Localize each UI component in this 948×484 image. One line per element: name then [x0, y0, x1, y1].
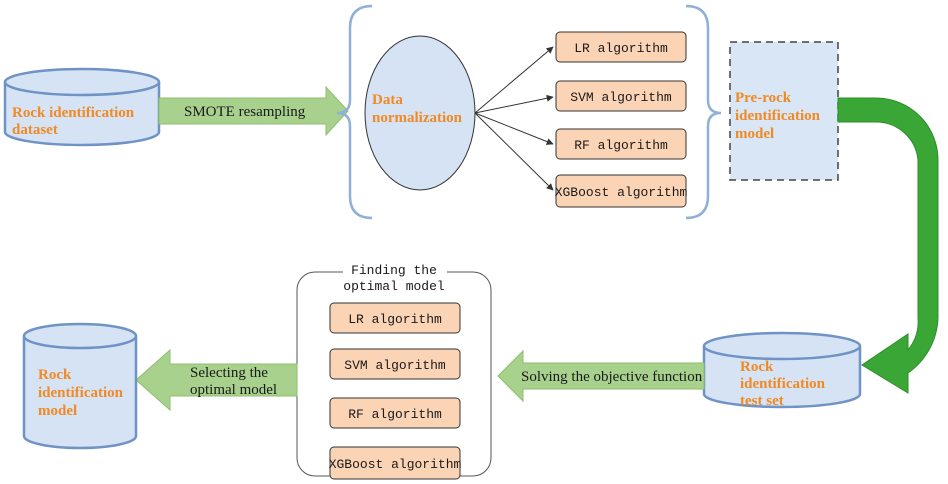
fan-arrow-xgboost	[474, 112, 554, 191]
optimal-algorithm-label-rf: RF algorithm	[348, 407, 442, 422]
fan-arrow-rf	[474, 112, 554, 145]
final-model-cylinder: Rock identification model	[22, 322, 138, 450]
selecting-arrow: Selecting the optimal model	[135, 348, 298, 412]
selecting-arrow-label-line2: optimal model	[190, 382, 277, 398]
objective-arrow: Solving the objective function	[497, 349, 705, 403]
test-set-cylinder-top	[702, 331, 862, 361]
optimal-group-title-line2: optimal model	[343, 279, 445, 294]
top-algorithm-label-xgboost: XGBoost algorithm	[555, 185, 688, 200]
pre-model-label-line1: Pre-rock	[735, 90, 792, 106]
pre-model-dashed-box	[729, 41, 839, 181]
dataset-cylinder-top	[3, 67, 161, 97]
top-algorithm-label-svm: SVM algorithm	[570, 90, 672, 105]
top-algorithm-box: SVM algorithm	[555, 80, 687, 112]
top-algorithm-label-lr: LR algorithm	[574, 41, 668, 56]
final-model-label-line2: identification	[38, 385, 124, 401]
smote-arrow: SMOTE resampling	[158, 85, 349, 137]
test-set-label-line2: identification	[740, 376, 826, 392]
test-set-label-line3: test set	[740, 393, 784, 409]
final-model-label-line3: model	[38, 403, 77, 419]
pre-model-label-line2: identification	[735, 108, 821, 124]
top-algorithm-label-rf: RF algorithm	[574, 138, 668, 153]
optimal-group-title-line1: Finding the	[351, 263, 437, 278]
fan-arrow-lr	[474, 46, 554, 114]
dataset-cylinder-body	[3, 82, 161, 147]
optimal-algorithm-box: SVM algorithm	[329, 348, 461, 380]
top-algorithm-box: LR algorithm	[555, 31, 687, 63]
fan-arrows	[474, 46, 554, 191]
final-model-label-line1: Rock	[38, 367, 72, 383]
curved-arrow	[837, 97, 939, 394]
final-model-cylinder-body	[22, 336, 138, 450]
optimal-model-group: Finding the optimal model LR algorithm S…	[296, 262, 492, 480]
top-algorithm-box: XGBoost algorithm	[555, 174, 688, 208]
optimal-algorithm-label-lr: LR algorithm	[348, 312, 442, 327]
right-brace	[685, 4, 722, 220]
test-set-cylinder: Rock identification test set	[702, 331, 862, 409]
smote-arrow-label: SMOTE resampling	[184, 104, 306, 120]
normalization-label-line1: Data	[372, 92, 403, 108]
fan-arrow-svm	[474, 94, 554, 114]
dataset-label-line1: Rock identification	[12, 105, 135, 121]
normalization-node: Data normalization	[364, 35, 476, 191]
optimal-algorithm-label-svm: SVM algorithm	[344, 358, 446, 373]
pre-model-label-line3: model	[735, 126, 774, 142]
optimal-group-title-bg	[343, 262, 447, 294]
normalization-label-line2: normalization	[372, 110, 463, 126]
test-set-cylinder-body	[702, 346, 862, 409]
top-algorithm-box: RF algorithm	[555, 128, 687, 160]
selecting-arrow-label-line1: Selecting the	[190, 365, 268, 381]
optimal-algorithm-box: LR algorithm	[329, 302, 461, 334]
optimal-algorithm-box: XGBoost algorithm	[329, 446, 462, 480]
pre-model-node: Pre-rock identification model	[729, 41, 839, 181]
dataset-cylinder: Rock identification dataset	[3, 67, 161, 147]
left-brace	[336, 4, 373, 220]
objective-arrow-label: Solving the objective function	[521, 369, 703, 385]
dataset-label-line2: dataset	[12, 122, 58, 138]
final-model-cylinder-top	[22, 322, 138, 350]
optimal-algorithm-label-xgboost: XGBoost algorithm	[329, 457, 462, 472]
optimal-algorithm-box: RF algorithm	[329, 397, 461, 429]
test-set-label-line1: Rock	[740, 359, 774, 375]
